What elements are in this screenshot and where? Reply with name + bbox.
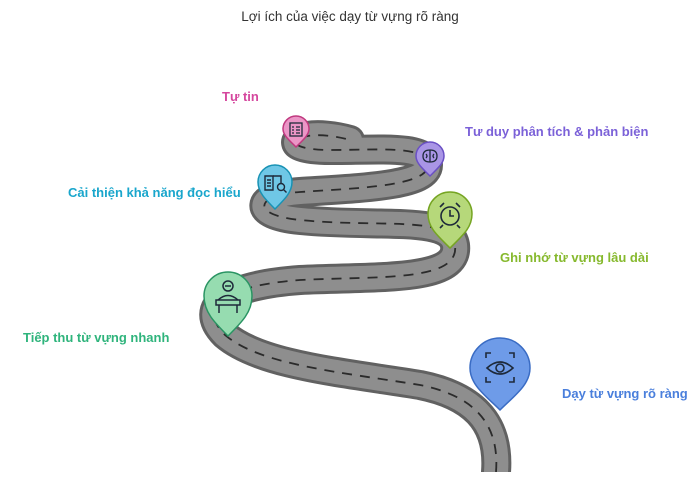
diagram-title: Lợi ích của việc dạy từ vựng rõ ràng xyxy=(241,9,459,24)
step-label-ghi-nho: Ghi nhớ từ vựng lâu dài xyxy=(500,250,649,265)
speaker-podium-icon xyxy=(215,280,241,313)
pin-tu-duy xyxy=(415,141,445,178)
step-label-day-tu-vung: Dạy từ vựng rõ ràng xyxy=(562,386,688,401)
pin-tiep-thu xyxy=(203,271,253,338)
step-label-doc-hieu: Cải thiện khả năng đọc hiểu xyxy=(68,185,241,200)
step-label-tu-tin: Tự tin xyxy=(222,89,259,104)
pin-ghi-nho xyxy=(427,191,473,250)
step-label-tu-duy: Tư duy phân tích & phản biện xyxy=(465,124,649,139)
pin-tu-tin xyxy=(282,115,310,149)
checklist-icon xyxy=(289,122,303,137)
road xyxy=(202,123,509,477)
pin-day-tu-vung xyxy=(469,337,531,412)
road-center-line xyxy=(213,134,498,473)
step-label-tiep-thu: Tiếp thu từ vựng nhanh xyxy=(23,330,170,345)
book-search-icon xyxy=(264,175,287,193)
eye-scan-icon xyxy=(485,352,515,383)
pin-doc-hieu xyxy=(257,164,293,211)
brain-icon xyxy=(422,149,438,163)
alarm-clock-icon xyxy=(439,202,461,229)
